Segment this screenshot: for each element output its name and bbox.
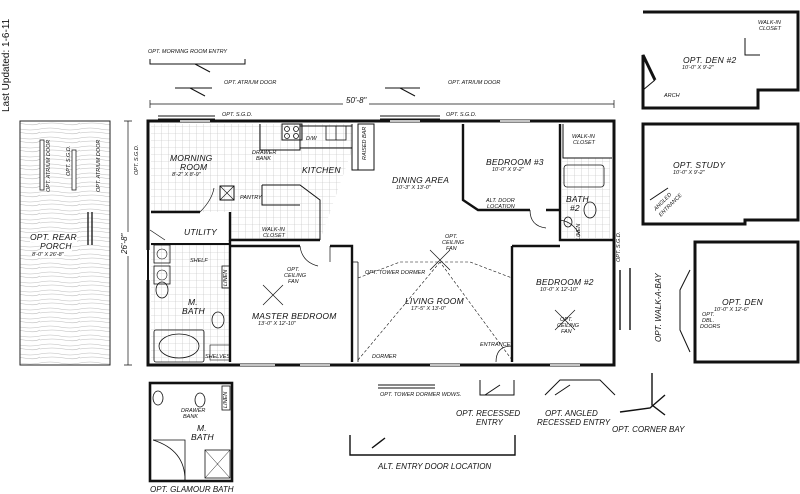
walkin-closet-bed3-2: CLOSET (573, 140, 596, 146)
living-room-size: 17'-5" X 13'-0" (411, 306, 446, 312)
opt-atrium-door-porch-1: OPT. ATRIUM DOOR (46, 139, 52, 192)
master-bedroom-label: MASTER BEDROOM (252, 311, 337, 321)
arch-label: ARCH (664, 93, 680, 99)
last-updated: Last Updated: 1-6-11 (1, 18, 12, 112)
m-bath-line2: BATH (182, 306, 205, 316)
bath2-line1: BATH (566, 194, 589, 204)
ceiling-fan-bed2-1: OPT. (560, 317, 573, 323)
linen-label-glamour: LINEN (223, 391, 229, 408)
drawer-bank-kitchen-1: DRAWER (252, 150, 277, 156)
bottom-options (349, 379, 666, 456)
opt-den2-size: 10'-0" X 9'-2" (682, 65, 714, 71)
opt-sgd-top-left: OPT. S.G.D. (222, 112, 253, 118)
opt-angled-entry-2: RECESSED ENTRY (537, 418, 611, 427)
dimension-lines (124, 100, 615, 366)
opt-sgd-right: OPT. S.G.D. (616, 231, 622, 262)
rear-porch-line2: PORCH (40, 241, 72, 251)
bedroom3-size: 10'-0" X 9'-2" (492, 167, 524, 173)
pantry-label: PANTRY (240, 195, 262, 201)
dbl-doors-1: OPT. (702, 312, 715, 318)
living-room-label: LIVING ROOM (405, 296, 464, 306)
opt-den-label: OPT. DEN (722, 297, 763, 307)
overall-width-dimension: 50'-8" (343, 96, 370, 105)
drawer-bank-glamour-1: DRAWER (181, 408, 206, 414)
walkin-closet-master-1: WALK-IN (262, 227, 285, 233)
ceiling-fan-master-2: CEILING (284, 273, 307, 279)
ceiling-fan-bed2-3: FAN (561, 329, 572, 335)
rear-porch-size: 8'-0" X 26'-8" (32, 252, 64, 258)
drawer-bank-glamour-2: BANK (183, 414, 198, 420)
linen-label-master: LINEN (223, 269, 229, 286)
opt-recessed-entry-2: ENTRY (476, 418, 503, 427)
morning-room-size: 8'-2" X 8'-9" (172, 172, 201, 178)
dormer-label: DORMER (372, 354, 397, 360)
dining-area-label: DINING AREA (392, 175, 450, 185)
opt-glamour-bath: OPT. GLAMOUR BATH (150, 485, 234, 494)
dbl-doors-2: DBL. (702, 318, 715, 324)
alt-door-location-2: LOCATION (487, 204, 515, 210)
opt-study-label: OPT. STUDY (673, 160, 726, 170)
shelves-label: SHELVES (205, 354, 231, 360)
glamour-bath (148, 381, 234, 483)
glamour-m-bath-2: BATH (191, 432, 214, 442)
ceiling-fan-living-3: FAN (446, 246, 457, 252)
shelf-label: SHELF (190, 258, 208, 264)
top-options (149, 59, 440, 120)
opt-corner-bay: OPT. CORNER BAY (612, 425, 685, 434)
morning-room-line2: ROOM (180, 162, 208, 172)
bedroom2-size: 10'-0" X 12'-10" (540, 287, 578, 293)
opt-atrium-door-left: OPT. ATRIUM DOOR (224, 80, 277, 86)
bedroom2-label: BEDROOM #2 (536, 277, 594, 287)
raised-bar-label: RAISED BAR (362, 126, 368, 160)
house-walls (145, 119, 616, 367)
opt-den2-label: OPT. DEN #2 (683, 55, 737, 65)
alt-entry-door-location: ALT. ENTRY DOOR LOCATION (378, 462, 492, 471)
opt-recessed-entry-1: OPT. RECESSED (456, 409, 521, 418)
ceiling-fan-master-1: OPT. (287, 267, 300, 273)
opt-den-size: 10'-0" X 12'-6" (714, 307, 749, 313)
m-bath-line1: M. (188, 297, 198, 307)
dbl-doors-3: DOORS (700, 324, 721, 330)
kitchen-label: KITCHEN (302, 165, 341, 175)
tower-dormer-label: OPT. TOWER DORMER (365, 270, 426, 276)
opt-morning-room-entry: OPT. MORNING ROOM ENTRY (148, 49, 228, 55)
opt-atrium-door-porch-2: OPT. ATRIUM DOOR (96, 139, 102, 192)
ceiling-fan-master-3: FAN (288, 279, 299, 285)
right-options (619, 10, 800, 416)
rear-porch-line1: OPT. REAR (30, 232, 77, 242)
overall-depth-dimension: 26'-8" (120, 231, 129, 256)
drawer-bank-kitchen-2: BANK (256, 156, 271, 162)
entrance-label: ENTRANCE (480, 342, 511, 348)
opt-atrium-door-right: OPT. ATRIUM DOOR (448, 80, 501, 86)
ceiling-fan-bed2-2: CEILING (557, 323, 580, 329)
opt-sgd-left-wall: OPT. S.G.D. (134, 144, 140, 175)
bath2-line2: #2 (570, 203, 580, 213)
utility-label: UTILITY (184, 227, 218, 237)
opt-sgd-porch: OPT. S.G.D. (66, 145, 72, 176)
glamour-m-bath-1: M. (197, 423, 207, 433)
opt-tower-dormer-wdws: OPT. TOWER DORMER WDWS. (380, 392, 462, 398)
opt-sgd-top-right: OPT. S.G.D. (446, 112, 477, 118)
opt-angled-entry-1: OPT. ANGLED (545, 409, 598, 418)
ceiling-fan-living-1: OPT. (445, 234, 458, 240)
master-bedroom-size: 13'-0" X 12'-10" (258, 321, 296, 327)
walkin-closet-den2-1: WALK-IN (758, 20, 781, 26)
walkin-closet-den2-2: CLOSET (759, 26, 782, 32)
linen-label-bath2: LINEN (576, 223, 582, 240)
walkin-closet-master-2: CLOSET (263, 233, 286, 239)
ceiling-fan-living-2: CEILING (442, 240, 465, 246)
morning-room-line1: MORNING (170, 153, 213, 163)
bedroom3-label: BEDROOM #3 (486, 157, 544, 167)
opt-study-size: 10'-0" X 9'-2" (673, 170, 705, 176)
alt-door-location-1: ALT. DOOR (486, 198, 515, 204)
dining-area-size: 10'-3" X 13'-0" (396, 185, 431, 191)
opt-walk-a-bay: OPT. WALK-A-BAY (654, 273, 663, 342)
walkin-closet-bed3-1: WALK-IN (572, 134, 595, 140)
dw-label: D/W (306, 136, 317, 142)
